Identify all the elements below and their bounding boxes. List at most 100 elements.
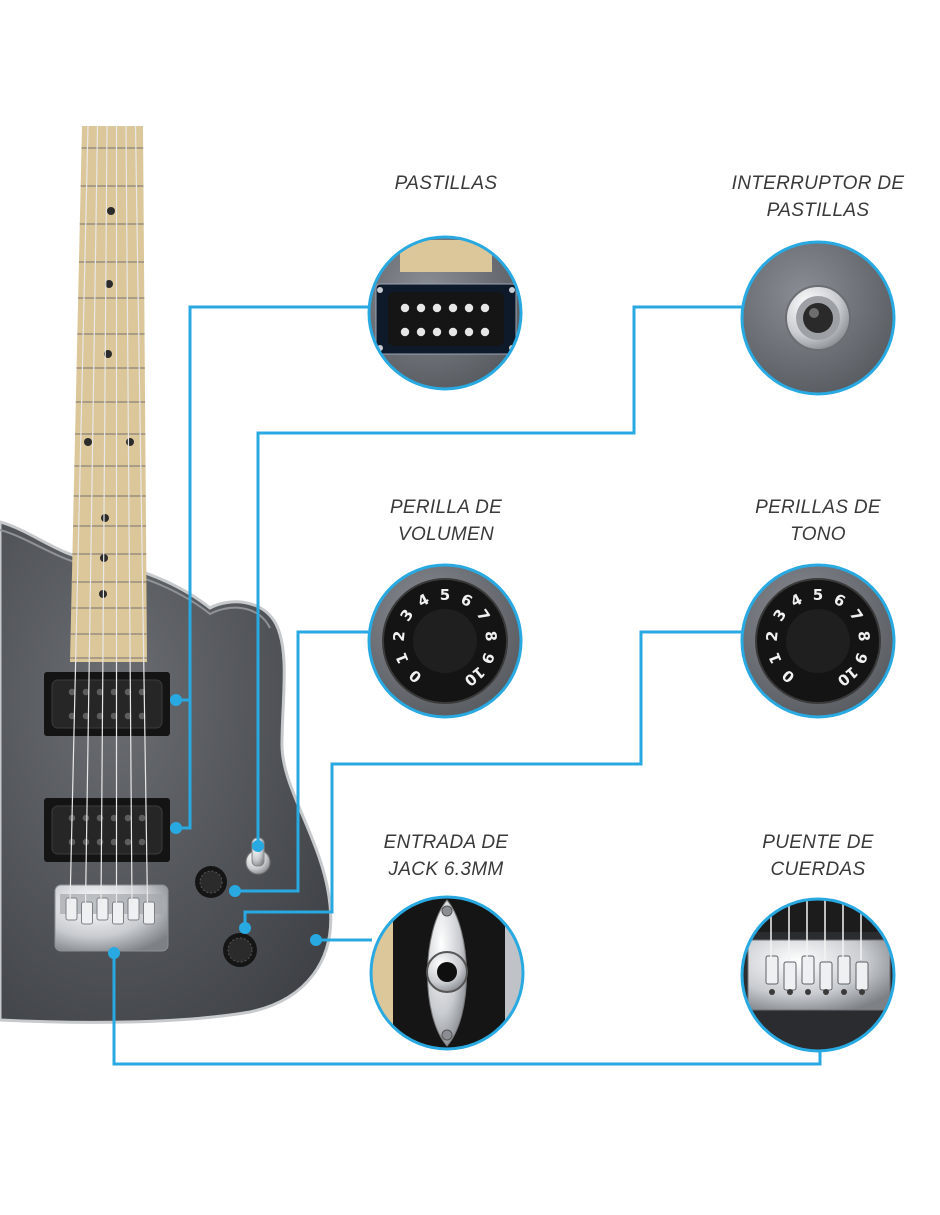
pole-piece [124,838,132,846]
tone-knob-on-body [223,933,257,967]
callout-dot [108,947,120,959]
fret-inlay-dot [84,438,92,446]
guitar-string [84,125,99,906]
bridge-saddle [81,901,93,925]
callout-line-interruptor [256,305,742,846]
fretboard [70,126,147,662]
knob-number: 2 [390,630,409,642]
bridge-saddle [65,897,78,921]
saddle-screw [805,989,811,995]
callout-dot [252,840,264,852]
bridge-saddles [65,897,155,925]
callout-line-puente [112,953,822,1066]
pole-piece [464,327,474,337]
label-jack: ENTRADA DE JACK 6.3MM [383,832,509,880]
callout-line-tono [243,630,742,928]
callout-dot [310,934,322,946]
guitar-strings [69,125,149,906]
saddle-screw [859,989,865,995]
fret-inlay-dot [104,350,112,358]
pole-piece [416,327,426,337]
pole-piece [124,712,132,720]
guitar-string [134,125,149,906]
saddle-screw [823,989,829,995]
callout-lines [112,305,822,1066]
guitar-string [69,125,89,906]
bridge-saddle [127,897,140,921]
callout-dots [108,694,322,959]
pole-piece [96,712,104,720]
bridge-saddle [783,961,797,991]
pole-piece [96,814,104,822]
pole-piece [432,327,442,337]
pole-piece [82,688,90,696]
pole-piece [480,327,490,337]
bridge-saddle [801,955,815,985]
fret-inlay-dot [107,207,115,215]
pole-piece [464,303,474,313]
pole-piece [138,814,146,822]
knob-number: 5 [440,586,450,604]
callout-dot [170,822,182,834]
pole-piece [110,688,118,696]
bridge-pickup [44,798,170,862]
pole-piece [400,327,410,337]
knob-number: 8 [481,630,500,642]
pole-piece [96,838,104,846]
bridge-saddle [96,897,109,921]
pole-piece [82,814,90,822]
frets [70,147,147,659]
fret-inlay-dot [101,514,109,522]
fret-inlay-dot [126,438,134,446]
volume-knob-on-body [195,866,227,898]
pole-piece [124,688,132,696]
detail-circle-jack [369,895,525,1051]
guitar-neck [70,126,147,662]
label-volumen: PERILLA DE VOLUMEN [389,497,503,545]
detail-circle-puente [740,897,896,1053]
bridge-saddle [112,901,124,925]
saddle-screw [787,989,793,995]
knob-number: 8 [854,630,873,642]
callout-dot [170,694,182,706]
bridge-saddle [819,961,833,991]
knob-number: 5 [813,586,823,604]
pole-piece [480,303,490,313]
callout-dot [229,885,241,897]
pole-piece [110,838,118,846]
callout-dot [239,922,251,934]
fret-inlay-dot [105,280,113,288]
bridge-saddles [765,955,869,995]
guitar-string [100,125,108,906]
callout-line-volumen [235,630,368,893]
neck-pickup [44,672,170,736]
saddle-screw [769,989,775,995]
label-tono: PERILLAS DE TONO [755,497,881,545]
label-interruptor: INTERRUPTOR DE PASTILLAS [731,173,905,221]
pole-piece [138,712,146,720]
label-puente: PUENTE DE CUERDAS [762,832,874,880]
saddle-screw [841,989,847,995]
pole-piece [400,303,410,313]
pole-piece [110,814,118,822]
pole-piece [82,712,90,720]
callout-line-pastillas [176,305,368,830]
pole-piece [110,712,118,720]
bridge-saddle [837,955,851,985]
pickup-pole-pieces [400,303,490,337]
pole-piece [416,303,426,313]
knob-number: 2 [763,630,782,642]
pole-piece [68,688,76,696]
pole-piece [432,303,442,313]
detail-circle-interruptor [740,240,896,396]
label-pastillas: PASTILLAS [394,173,498,194]
bridge-saddle [765,955,779,985]
pole-piece [96,688,104,696]
guitar-body-bevel [0,529,271,629]
pole-piece [138,838,146,846]
pole-piece [124,814,132,822]
